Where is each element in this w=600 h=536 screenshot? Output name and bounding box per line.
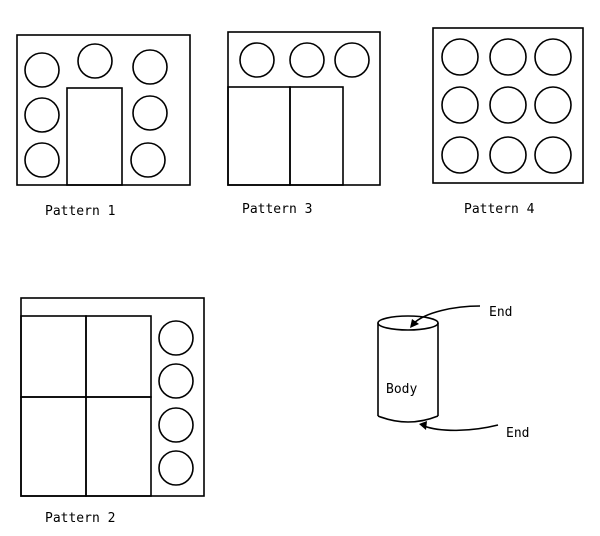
- pattern-2: Pattern 2: [20, 297, 205, 526]
- arrowhead: [410, 319, 419, 328]
- arrow-bottom-end: [423, 424, 499, 432]
- end-circle: [77, 43, 113, 79]
- can-illustration: Body End End: [377, 305, 529, 441]
- end-circle: [24, 142, 60, 178]
- pattern-4-label: Pattern 4: [464, 202, 535, 217]
- end-circle: [289, 42, 325, 78]
- end-circle: [489, 136, 527, 174]
- end-circle: [441, 136, 479, 174]
- end-circle: [130, 142, 166, 178]
- body-rect: [289, 86, 344, 186]
- end-circle: [158, 407, 194, 443]
- pattern-1-label: Pattern 1: [45, 204, 115, 219]
- body-label: Body: [386, 382, 417, 397]
- arrowhead: [419, 421, 427, 430]
- end-circle: [489, 86, 527, 124]
- body-rect: [227, 86, 291, 186]
- end-circle: [334, 42, 370, 78]
- pattern-3: Pattern 3: [227, 31, 381, 217]
- body-rect: [85, 396, 152, 497]
- end-circle: [441, 38, 479, 76]
- pattern-3-label: Pattern 3: [242, 202, 312, 217]
- can-bottom-end: [377, 415, 439, 423]
- arrow-top-end: [412, 305, 481, 325]
- body-rect: [85, 315, 152, 398]
- pattern-4: Pattern 4: [432, 27, 584, 217]
- end-circle: [441, 86, 479, 124]
- end-circle: [158, 450, 194, 486]
- end-circle: [489, 38, 527, 76]
- body-rect: [66, 87, 123, 186]
- end-circle: [534, 136, 572, 174]
- end-label-bottom: End: [506, 426, 529, 441]
- can-top-end: [377, 315, 439, 331]
- end-circle: [132, 95, 168, 131]
- sheet-outline: [432, 27, 584, 184]
- end-circle: [534, 86, 572, 124]
- end-circle: [239, 42, 275, 78]
- body-rect: [20, 396, 87, 497]
- sheet-outline: [227, 31, 381, 186]
- end-label-top: End: [489, 305, 512, 320]
- end-circle: [24, 97, 60, 133]
- pattern-1: Pattern 1: [16, 34, 191, 219]
- end-circle: [132, 49, 168, 85]
- body-rect: [20, 315, 87, 398]
- pattern-2-label: Pattern 2: [45, 511, 115, 526]
- end-circle: [158, 363, 194, 399]
- end-circle: [534, 38, 572, 76]
- end-circle: [24, 52, 60, 88]
- end-circle: [158, 320, 194, 356]
